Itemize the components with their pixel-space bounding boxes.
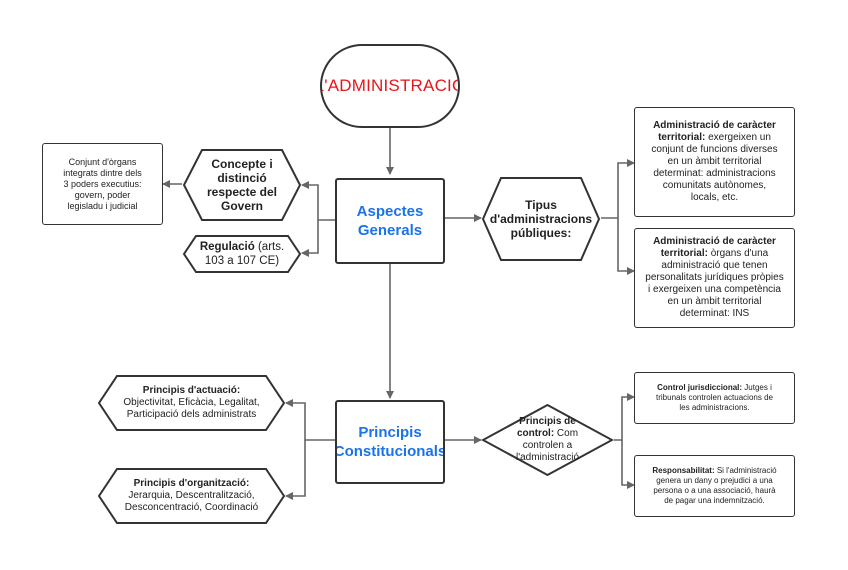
organitzacio-line3: Desconcentració, Coordinació <box>124 502 259 513</box>
territorial2-bold1: Administració de caràcter <box>653 236 776 247</box>
territorial1-line7: locals, etc. <box>690 192 739 203</box>
actuacio-hexagon-shape <box>97 375 286 431</box>
control-node: Principis de control: Com controlen a l'… <box>481 403 614 477</box>
actuacio-bold: Principis d'actuació: <box>142 385 241 396</box>
territorial1-line6: comunitats autònomes, <box>662 180 767 191</box>
concepte-line3: respecte del <box>206 185 278 199</box>
responsabilitat-node: Responsabilitat: Si l'administració gene… <box>634 455 795 517</box>
conjunt-line5: legisladu i judicial <box>67 200 138 211</box>
title-node: L'ADMINISTRACIÓ <box>320 44 460 128</box>
arrow-principis-to-actuacio <box>285 399 335 441</box>
control-line3: controlen a <box>522 440 573 451</box>
responsabilitat-rest: Si l'administració <box>714 466 777 475</box>
jurisdiccional-bold: Control jurisdiccional: <box>657 383 743 392</box>
territorial2-node: Administració de caràcter territorial: ò… <box>634 228 795 328</box>
regulacio-node: Regulació (arts. 103 a 107 CE) <box>182 234 302 274</box>
regulacio-line2: 103 a 107 CE) <box>204 255 280 267</box>
arrow-aspectes-to-concepte <box>301 181 335 221</box>
territorial1-node: Administració de caràcter territorial: e… <box>634 107 795 217</box>
territorial2-line5: i exergeixen una competència <box>648 284 781 295</box>
organitzacio-bold: Principis d'organització: <box>133 478 250 489</box>
arrow-tipus-to-territorial1 <box>601 159 635 219</box>
aspectes-node: Aspectes Generals <box>335 178 445 264</box>
territorial1-line5: determinat: administracions <box>653 168 776 179</box>
organitzacio-node: Principis d'organització: Jerarquia, Des… <box>97 467 286 525</box>
territorial2-line7: determinat: INS <box>679 308 750 319</box>
tipus-line2: d'administracions <box>489 212 593 226</box>
jurisdiccional-line2: tribunals controlen actuacions de <box>656 393 773 402</box>
arrow-tipus-to-territorial2 <box>617 218 635 275</box>
regulacio-bold: Regulació <box>199 241 255 253</box>
territorial2-bold2: territorial: <box>660 248 708 259</box>
responsabilitat-bold: Responsabilitat: <box>652 466 715 475</box>
control-bold1: Principis de <box>519 416 576 427</box>
principis-node: Principis Constitucionals <box>335 400 445 484</box>
territorial1-line4: en un àmbit territorial <box>667 156 762 167</box>
responsabilitat-line2: genera un dany o prejudici a una <box>656 476 773 485</box>
title-text: L'ADMINISTRACIÓ <box>320 76 460 95</box>
aspectes-line1: Aspectes <box>356 203 424 220</box>
territorial2-rest2: òrgans d'una <box>707 248 769 259</box>
responsabilitat-line4: de pagar una indemnització. <box>664 496 765 505</box>
control-line4: l'administració <box>515 452 580 463</box>
actuacio-line3: Participació dels administrats <box>126 409 257 420</box>
principis-line2: Constitucionals <box>335 443 445 460</box>
tipus-node: Tipus d'administracions públiques: <box>481 176 601 262</box>
jurisdiccional-rest: Jutges i <box>742 383 772 392</box>
control-rest2: Com <box>554 428 579 439</box>
concepte-line2: distinció <box>217 171 267 185</box>
responsabilitat-line3: persona o a una associació, haurà <box>653 486 776 495</box>
conjunt-line2: integrats dintre dels <box>63 167 142 178</box>
regulacio-rest: (arts. <box>254 241 285 253</box>
arrow-control-to-responsabilitat <box>621 440 635 489</box>
tipus-line1: Tipus <box>525 198 557 212</box>
territorial2-line3: administració que tenen <box>661 260 768 271</box>
actuacio-line2: Objectivitat, Eficàcia, Legalitat, <box>123 397 260 408</box>
conjunt-line4: govern, poder <box>74 189 131 200</box>
conjunt-node: Conjunt d'òrgans integrats dintre dels 3… <box>42 143 163 225</box>
jurisdiccional-node: Control jurisdiccional: Jutges i tribuna… <box>634 372 795 424</box>
regulacio-hexagon-shape <box>182 235 302 273</box>
territorial1-rest2: exergeixen un <box>705 132 771 143</box>
territorial1-bold1: Administració de caràcter <box>653 120 776 131</box>
concepte-line4: Govern <box>220 199 263 213</box>
tipus-line3: públiques: <box>510 226 572 240</box>
tipus-hexagon-shape <box>481 177 601 261</box>
concepte-hexagon-shape <box>182 149 302 221</box>
principis-line1: Principis <box>358 424 422 441</box>
control-diamond-shape <box>481 403 614 477</box>
territorial2-line6: en un àmbit territorial <box>667 296 762 307</box>
conjunt-line3: 3 poders executius: <box>63 178 142 189</box>
aspectes-line2: Generals <box>357 222 423 239</box>
conjunt-line1: Conjunt d'òrgans <box>68 156 137 167</box>
organitzacio-line2: Jerarquia, Descentralització, <box>128 490 255 501</box>
concepte-node: Concepte i distinció respecte del Govern <box>182 148 302 222</box>
control-bold2: control: <box>516 428 555 439</box>
actuacio-node: Principis d'actuació: Objectivitat, Efic… <box>97 374 286 432</box>
arrow-control-to-jurisdiccional <box>614 393 635 441</box>
arrow-aspectes-to-regulacio <box>301 220 319 257</box>
territorial2-line4: personalitats jurídiques pròpies <box>645 272 784 283</box>
territorial1-line3: conjunt de funcions diverses <box>651 144 778 155</box>
organitzacio-hexagon-shape <box>97 468 286 524</box>
arrow-principis-to-organitzacio <box>285 440 306 500</box>
jurisdiccional-line3: les administracions. <box>679 403 750 412</box>
territorial1-bold2: territorial: <box>658 132 706 143</box>
concepte-line1: Concepte i <box>211 157 273 171</box>
